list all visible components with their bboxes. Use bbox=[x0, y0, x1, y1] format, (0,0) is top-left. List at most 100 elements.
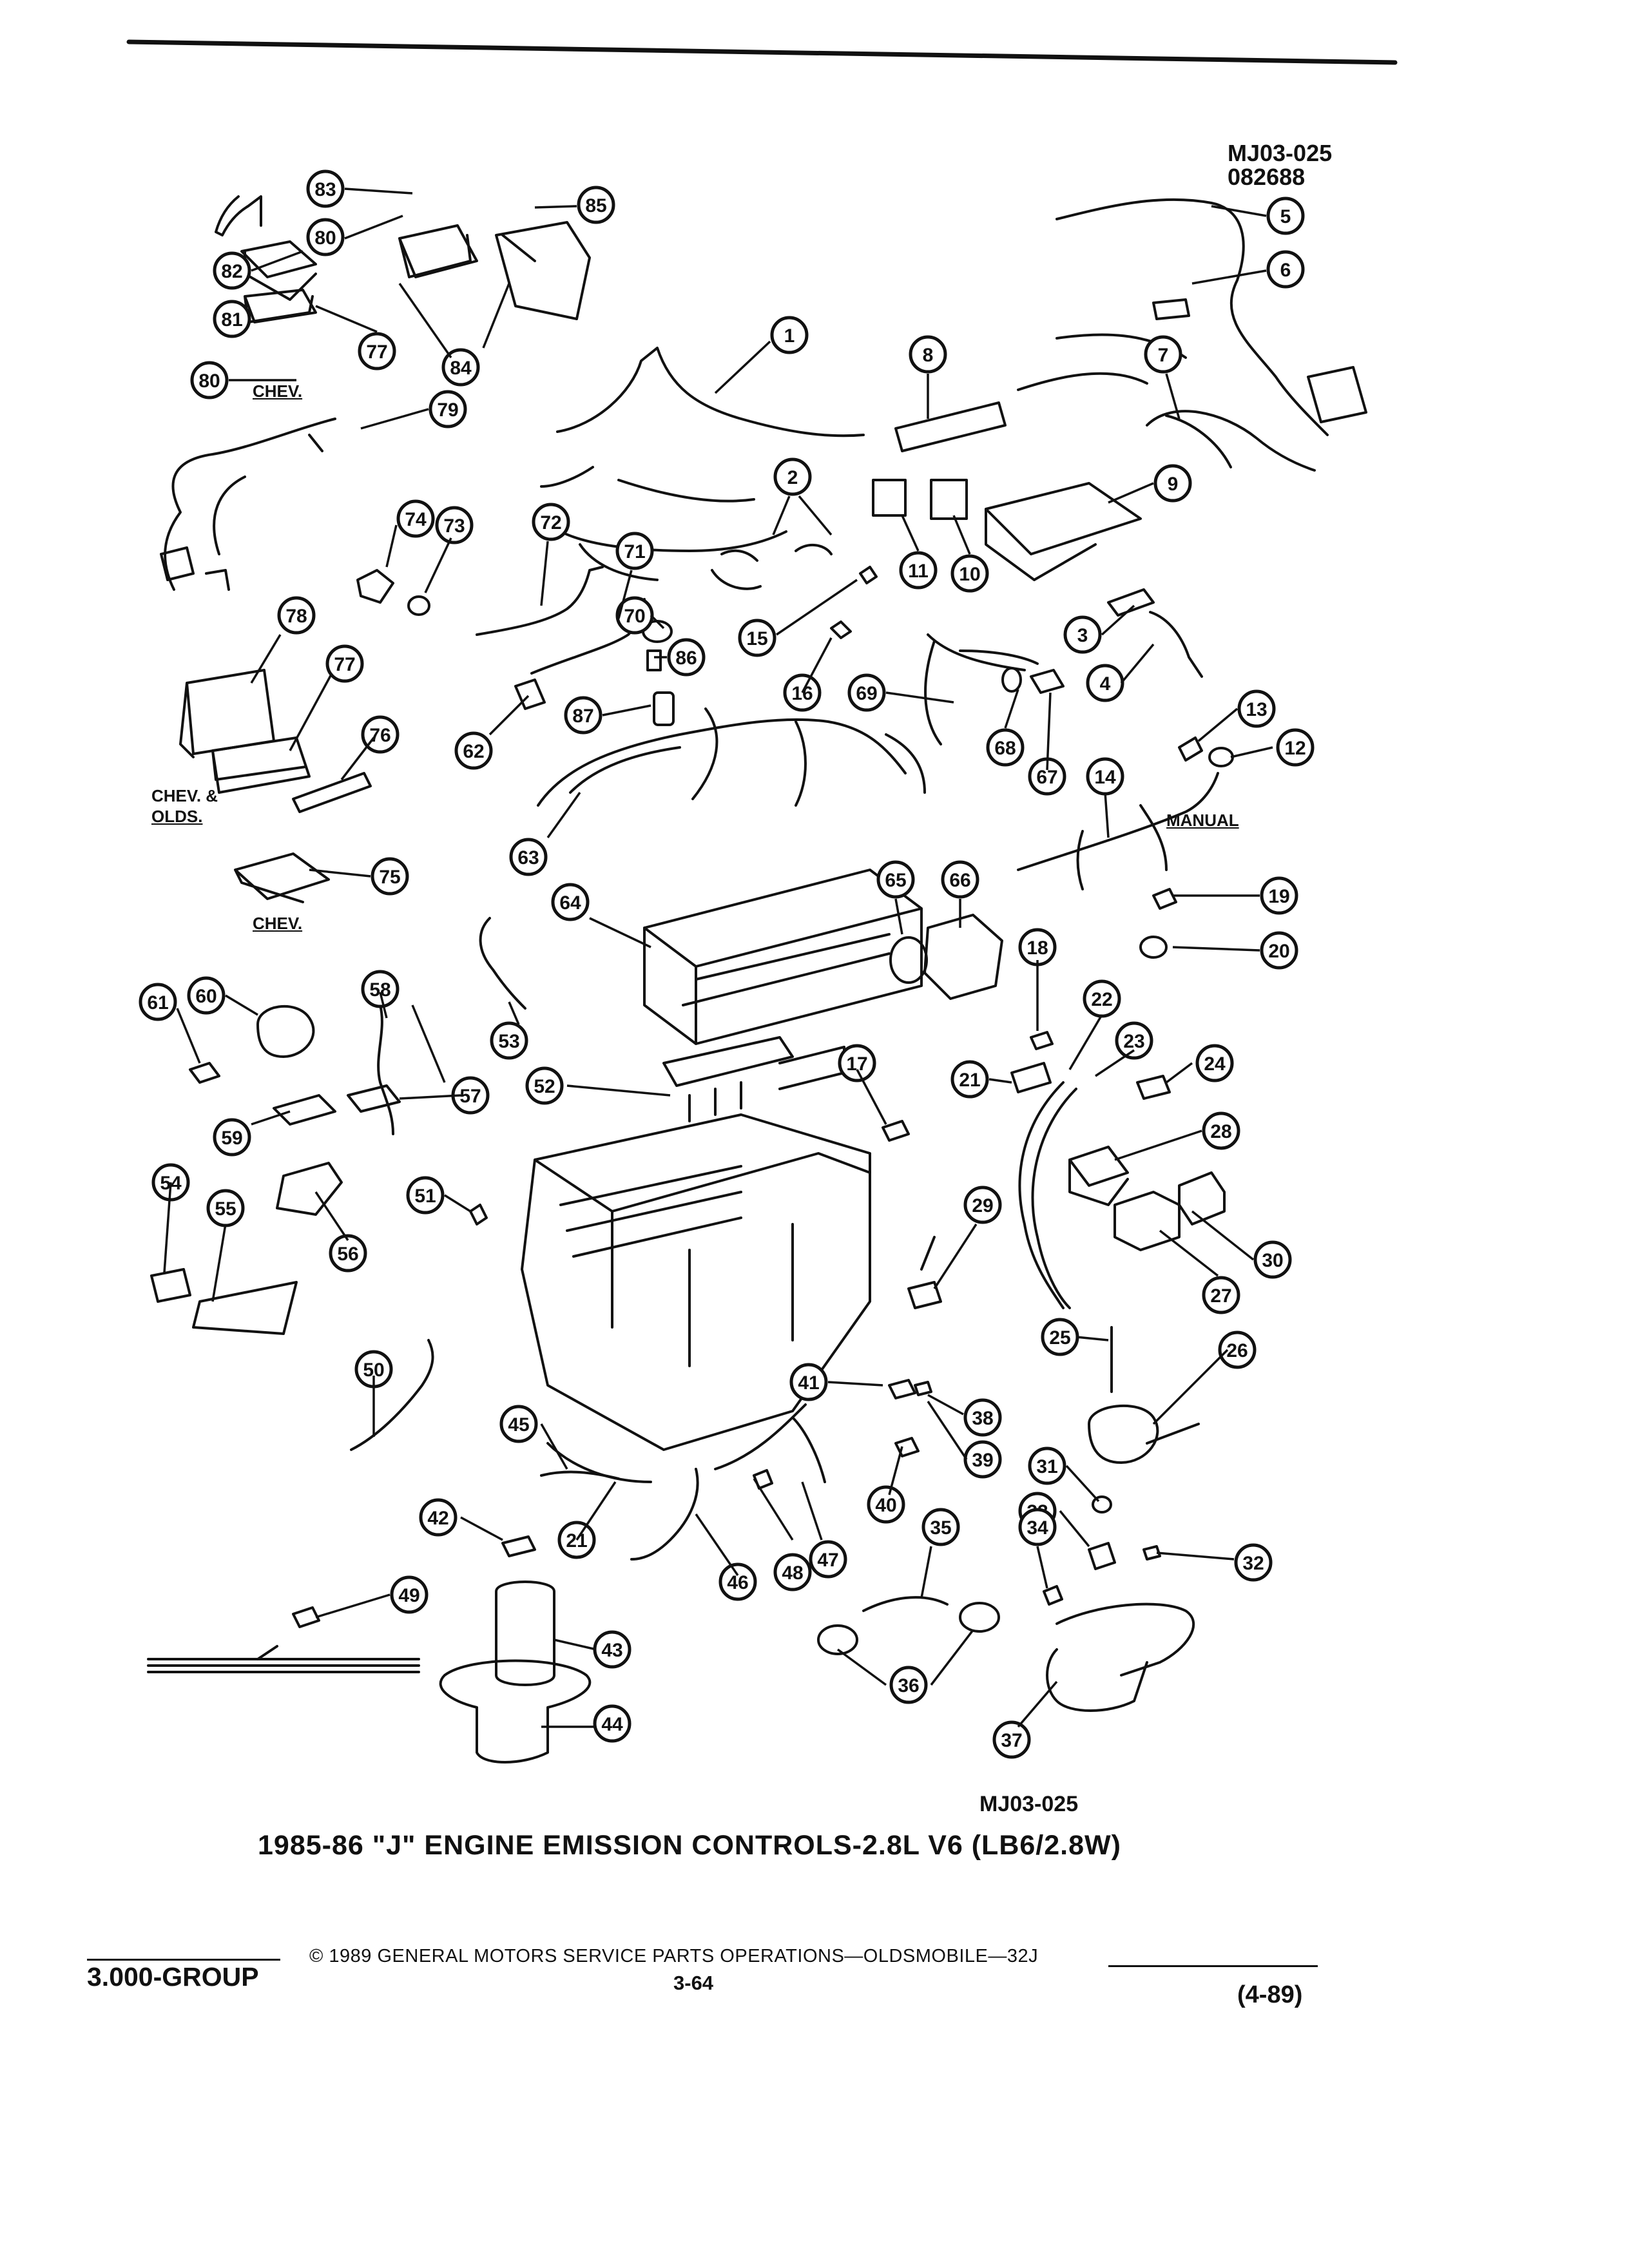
part-pipe-69 bbox=[924, 633, 1039, 745]
label-chev-olds-line2: OLDS. bbox=[151, 807, 203, 826]
callout-number: 23 bbox=[1123, 1031, 1144, 1052]
callout-number: 74 bbox=[405, 509, 427, 530]
callout-number: 37 bbox=[1001, 1730, 1022, 1751]
callout-7: 7 bbox=[1144, 335, 1182, 374]
callout-number: 63 bbox=[517, 847, 539, 869]
label-chev-top: CHEV. bbox=[253, 381, 303, 401]
callout-number: 69 bbox=[856, 683, 877, 704]
callout-41: 41 bbox=[789, 1363, 828, 1401]
part-canister-43 bbox=[495, 1581, 555, 1686]
part-throttle-body-66 bbox=[923, 914, 1003, 1000]
callout-number: 68 bbox=[994, 738, 1016, 759]
callout-circle bbox=[499, 1405, 538, 1443]
callout-circle bbox=[1276, 728, 1315, 767]
callout-number: 3 bbox=[1077, 625, 1088, 646]
callout-circle bbox=[867, 1485, 905, 1524]
callout-15: 15 bbox=[738, 619, 776, 657]
callout-23: 23 bbox=[1115, 1021, 1153, 1060]
callout-circle bbox=[992, 1720, 1031, 1759]
callout-circle bbox=[718, 1562, 757, 1601]
callout-number: 61 bbox=[147, 992, 168, 1014]
part-bracket-34 bbox=[1043, 1585, 1063, 1606]
callout-number: 73 bbox=[443, 515, 465, 537]
part-fitting-49 bbox=[292, 1606, 320, 1628]
callout-83: 83 bbox=[306, 169, 345, 208]
callout-60: 60 bbox=[187, 976, 226, 1015]
callout-circle bbox=[577, 186, 615, 224]
part-pipe-72 bbox=[476, 566, 604, 636]
callout-number: 57 bbox=[459, 1086, 481, 1107]
footer-rule-right bbox=[1108, 1965, 1318, 1967]
callout-circle bbox=[441, 348, 480, 387]
callout-58: 58 bbox=[361, 970, 400, 1008]
callout-number: 11 bbox=[908, 561, 929, 582]
figure-date-header: 082688 bbox=[1228, 164, 1306, 190]
callout-number: 80 bbox=[314, 227, 336, 249]
callout-6: 6 bbox=[1266, 250, 1305, 289]
part-module-77 bbox=[398, 224, 478, 278]
part-pipe-lines bbox=[147, 1645, 420, 1673]
part-module-27 bbox=[1113, 1191, 1181, 1251]
callout-circle bbox=[564, 696, 602, 735]
callout-81: 81 bbox=[213, 300, 251, 338]
callout-number: 41 bbox=[798, 1372, 819, 1394]
callout-87: 87 bbox=[564, 696, 602, 735]
callout-9: 9 bbox=[1153, 464, 1192, 503]
callout-69: 69 bbox=[847, 673, 886, 712]
callout-47: 47 bbox=[809, 1540, 847, 1579]
callout-31: 31 bbox=[1028, 1446, 1066, 1485]
callout-circle bbox=[429, 390, 467, 428]
part-fitting-18 bbox=[1030, 1031, 1054, 1050]
callout-circle bbox=[551, 883, 590, 921]
callout-number: 82 bbox=[221, 261, 242, 282]
part-plug-12 bbox=[1208, 747, 1234, 767]
callout-circle bbox=[419, 1498, 458, 1537]
callout-number: 75 bbox=[379, 867, 400, 888]
callout-circle bbox=[667, 638, 706, 677]
callout-circle bbox=[773, 1553, 812, 1591]
callout-number: 21 bbox=[959, 1070, 980, 1091]
callout-24: 24 bbox=[1195, 1044, 1234, 1082]
callout-number: 67 bbox=[1036, 767, 1057, 788]
callout-71: 71 bbox=[615, 532, 654, 570]
callout-20: 20 bbox=[1260, 931, 1298, 970]
callout-number: 10 bbox=[959, 564, 980, 585]
callout-80: 80 bbox=[190, 361, 229, 399]
part-connector-6 bbox=[1152, 298, 1367, 423]
part-tubes-22 bbox=[1018, 1081, 1077, 1309]
callout-13: 13 bbox=[1237, 689, 1276, 728]
callout-79: 79 bbox=[429, 390, 467, 428]
callout-number: 79 bbox=[437, 399, 458, 421]
callout-circle bbox=[390, 1575, 429, 1614]
callout-72: 72 bbox=[532, 503, 570, 541]
callout-14: 14 bbox=[1086, 757, 1124, 796]
callout-circle bbox=[986, 728, 1025, 767]
callout-circle bbox=[1266, 250, 1305, 289]
callout-number: 87 bbox=[572, 706, 593, 727]
callout-number: 32 bbox=[1242, 1553, 1264, 1574]
part-hose-4 bbox=[1149, 611, 1203, 678]
part-gasket-57 bbox=[347, 1084, 401, 1113]
callout-circle bbox=[325, 644, 364, 683]
callout-64: 64 bbox=[551, 883, 590, 921]
callout-number: 30 bbox=[1262, 1250, 1283, 1271]
callout-10: 10 bbox=[950, 554, 989, 593]
callout-circle bbox=[454, 731, 493, 770]
callout-number: 5 bbox=[1280, 206, 1291, 227]
callout-circle bbox=[1266, 197, 1305, 235]
callout-number: 15 bbox=[746, 628, 767, 649]
callout-number: 12 bbox=[1284, 738, 1306, 759]
part-clamp-36b bbox=[959, 1602, 1000, 1633]
callout-circle bbox=[1202, 1111, 1240, 1150]
callout-number: 77 bbox=[334, 654, 355, 675]
part-pipe-58 bbox=[377, 1004, 394, 1135]
callout-number: 31 bbox=[1036, 1456, 1057, 1477]
callout-35: 35 bbox=[921, 1508, 960, 1546]
callout-number: 49 bbox=[398, 1585, 419, 1606]
callout-circle bbox=[525, 1066, 564, 1105]
callout-number: 18 bbox=[1027, 937, 1048, 959]
callout-number: 78 bbox=[285, 606, 307, 627]
callout-circle bbox=[532, 503, 570, 541]
callout-circle bbox=[738, 619, 776, 657]
